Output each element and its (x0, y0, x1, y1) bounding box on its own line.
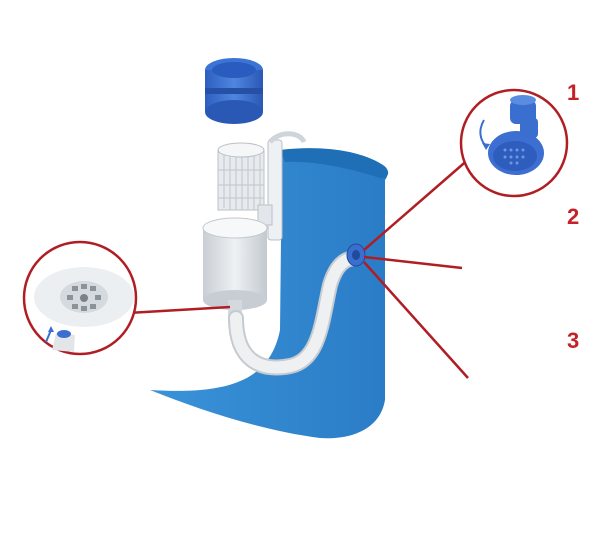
step-number-3: 3 (567, 328, 580, 353)
pool-wall (150, 148, 389, 439)
callout-lines (127, 157, 471, 379)
callout-step-1 (459, 88, 569, 198)
step-number-2: 2 (567, 204, 580, 229)
wall-fitting (346, 243, 366, 267)
filter-cap (205, 58, 263, 124)
skimmer-housing (202, 217, 268, 322)
skimmer-basket (217, 142, 265, 211)
skimmer-hanger (257, 131, 307, 241)
skimmer-hose (228, 250, 364, 376)
step-number-1: 1 (567, 80, 580, 105)
arrow-up-icon (45, 326, 54, 343)
callout-skimmer-outlet (22, 240, 138, 356)
arrow-rotate-icon (479, 119, 490, 150)
